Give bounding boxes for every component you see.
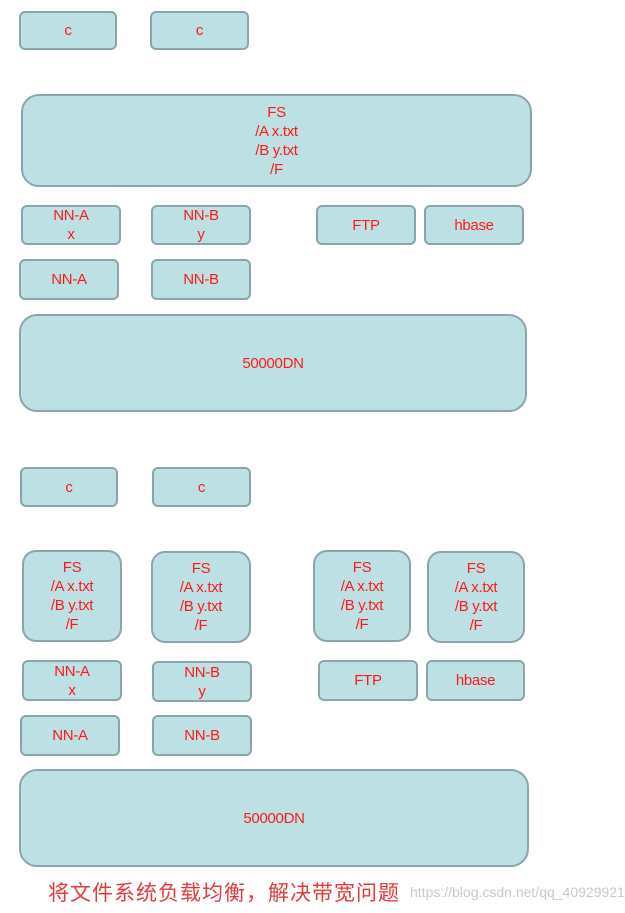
namenode-b-label: NN-B xyxy=(184,727,220,744)
hbase-label: hbase xyxy=(455,672,496,689)
fs-label: FS /A x.txt /B y.txt /F xyxy=(340,559,384,633)
namenode-a-label: NN-A xyxy=(52,727,88,744)
namenode-b-y-box: NN-B y xyxy=(151,205,251,245)
client-label: c xyxy=(197,478,206,496)
hbase-box: hbase xyxy=(426,660,525,701)
fs-box: FS /A x.txt /B y.txt /F xyxy=(21,94,532,187)
namenode-a-box: NN-A xyxy=(20,715,120,756)
ftp-box: FTP xyxy=(318,660,418,701)
datanodes-label: 50000DN xyxy=(242,354,304,372)
namenode-a-box: NN-A xyxy=(19,259,119,300)
fs-box-1: FS /A x.txt /B y.txt /F xyxy=(22,550,122,642)
namenode-b-y-label: NN-B y xyxy=(183,207,219,243)
caption: 将文件系统负载均衡，解决带宽问题 xyxy=(48,881,400,905)
hbase-label: hbase xyxy=(454,216,494,234)
namenode-b-box: NN-B xyxy=(152,715,252,756)
ftp-label: FTP xyxy=(352,216,380,234)
client-label: c xyxy=(65,478,73,496)
fs-box-2: FS /A x.txt /B y.txt /F xyxy=(151,551,251,643)
namenode-a-x-label: NN-A x xyxy=(53,207,89,243)
client-label: c xyxy=(195,22,204,39)
client-label: c xyxy=(64,22,72,39)
watermark: https://blog.csdn.net/qq_40929921 xyxy=(410,884,625,900)
namenode-a-x-box: NN-A x xyxy=(21,205,121,245)
client-box-4: c xyxy=(152,467,251,507)
namenode-b-y-label: NN-B y xyxy=(184,663,220,700)
fs-box-4: FS /A x.txt /B y.txt /F xyxy=(427,551,525,643)
hbase-box: hbase xyxy=(424,205,524,245)
namenode-b-y-box: NN-B y xyxy=(152,661,252,702)
client-box-2: c xyxy=(150,11,249,50)
ftp-label: FTP xyxy=(354,672,382,689)
datanodes-box: 50000DN xyxy=(19,314,527,412)
namenode-b-box: NN-B xyxy=(151,259,251,300)
fs-label: FS /A x.txt /B y.txt /F xyxy=(50,559,94,633)
datanodes-box: 50000DN xyxy=(19,769,529,867)
namenode-a-x-label: NN-A x xyxy=(54,662,90,699)
ftp-box: FTP xyxy=(316,205,416,245)
namenode-a-label: NN-A xyxy=(51,271,87,288)
client-box-1: c xyxy=(19,11,117,50)
namenode-a-x-box: NN-A x xyxy=(22,660,122,701)
fs-label: FS /A x.txt /B y.txt /F xyxy=(179,560,223,634)
namenode-b-label: NN-B xyxy=(183,271,219,288)
fs-label: FS /A x.txt /B y.txt /F xyxy=(454,560,498,634)
client-box-3: c xyxy=(20,467,118,507)
datanodes-label: 50000DN xyxy=(243,809,305,827)
fs-box-3: FS /A x.txt /B y.txt /F xyxy=(313,550,411,642)
fs-label: FS /A x.txt /B y.txt /F xyxy=(255,103,298,178)
